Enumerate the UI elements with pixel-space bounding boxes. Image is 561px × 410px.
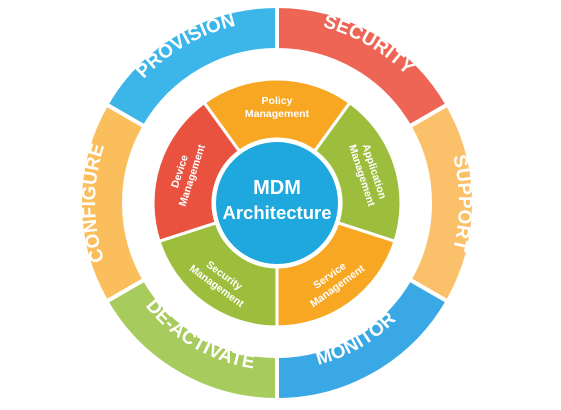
center-title-line2: Architecture (223, 202, 332, 223)
outer-segment-configure (78, 101, 148, 305)
inner-label-line1: Policy (262, 95, 293, 107)
center-circle (212, 138, 342, 268)
inner-label-line2: Management (245, 108, 310, 120)
center-hub: MDM Architecture (212, 138, 342, 268)
center-title-line1: MDM (253, 177, 301, 199)
inner-ring: PolicyManagementApplicationManagementSer… (151, 77, 403, 329)
